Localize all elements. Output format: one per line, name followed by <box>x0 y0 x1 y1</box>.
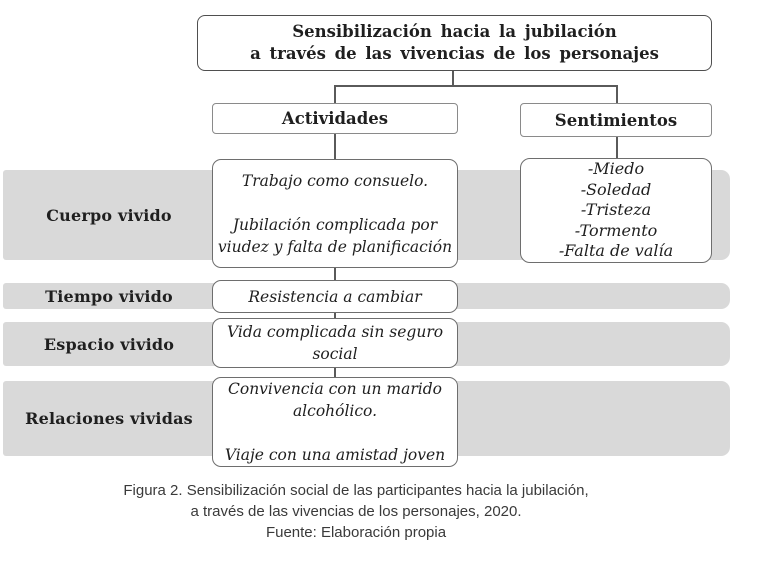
category-label-sentimientos: Sentimientos <box>554 110 678 130</box>
content-text: Trabajo como consuelo.Jubilación complic… <box>217 171 453 256</box>
row-label-tiempo-vivido: Tiempo vivido <box>45 286 173 306</box>
connector-activities-box1 <box>334 134 336 159</box>
row-label-espacio-vivido: Espacio vivido <box>43 334 175 354</box>
connector-box1-box2 <box>334 268 336 280</box>
content-text: Resistencia a cambiar <box>248 287 422 306</box>
connector-to-feelings <box>616 85 618 103</box>
connector-title-down <box>452 71 454 86</box>
row-label-relaciones-vividas: Relaciones vividas <box>25 409 193 428</box>
row-label-cuerpo-vivido: Cuerpo vivido <box>46 205 172 225</box>
category-box-actividades: Actividades <box>212 103 458 134</box>
connector-box2-box3 <box>334 313 336 318</box>
feelings-list-text: -Miedo-Soledad-Tristeza-Tormento-Falta d… <box>558 159 674 261</box>
content-box-resistencia-cambiar: Resistencia a cambiar <box>212 280 458 313</box>
connector-to-activities <box>334 85 336 103</box>
connector-feelings-box <box>616 137 618 158</box>
figure-caption: Figura 2. Sensibilización social de las … <box>123 482 589 541</box>
category-box-sentimientos: Sentimientos <box>520 103 712 137</box>
category-label-actividades: Actividades <box>281 109 389 128</box>
connector-box3-box4 <box>334 368 336 377</box>
content-box-sentimientos-lista: -Miedo-Soledad-Tristeza-Tormento-Falta d… <box>520 158 712 263</box>
content-box-trabajo-consuelo: Trabajo como consuelo.Jubilación complic… <box>212 159 458 268</box>
connector-horizontal <box>334 85 618 87</box>
